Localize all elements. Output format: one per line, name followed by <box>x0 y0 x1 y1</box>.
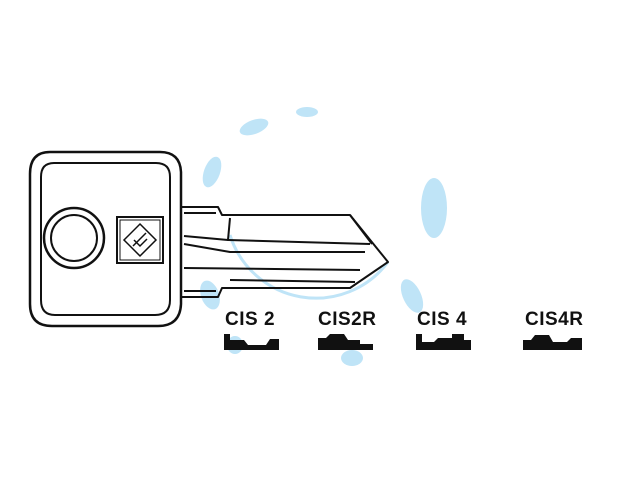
profile-label: CIS2R <box>318 309 377 330</box>
profile-cis4r-shape <box>523 335 582 350</box>
maker-logo <box>116 216 164 264</box>
profile-cis2-shape <box>224 334 279 350</box>
profile-label: CIS 2 <box>225 309 276 330</box>
key-blank <box>28 150 389 328</box>
profile-cis4-shape <box>416 334 471 350</box>
profile-cis2r-shape <box>318 334 373 350</box>
profile-label: CIS 4 <box>417 309 468 330</box>
profile-label: CIS4R <box>525 309 584 330</box>
